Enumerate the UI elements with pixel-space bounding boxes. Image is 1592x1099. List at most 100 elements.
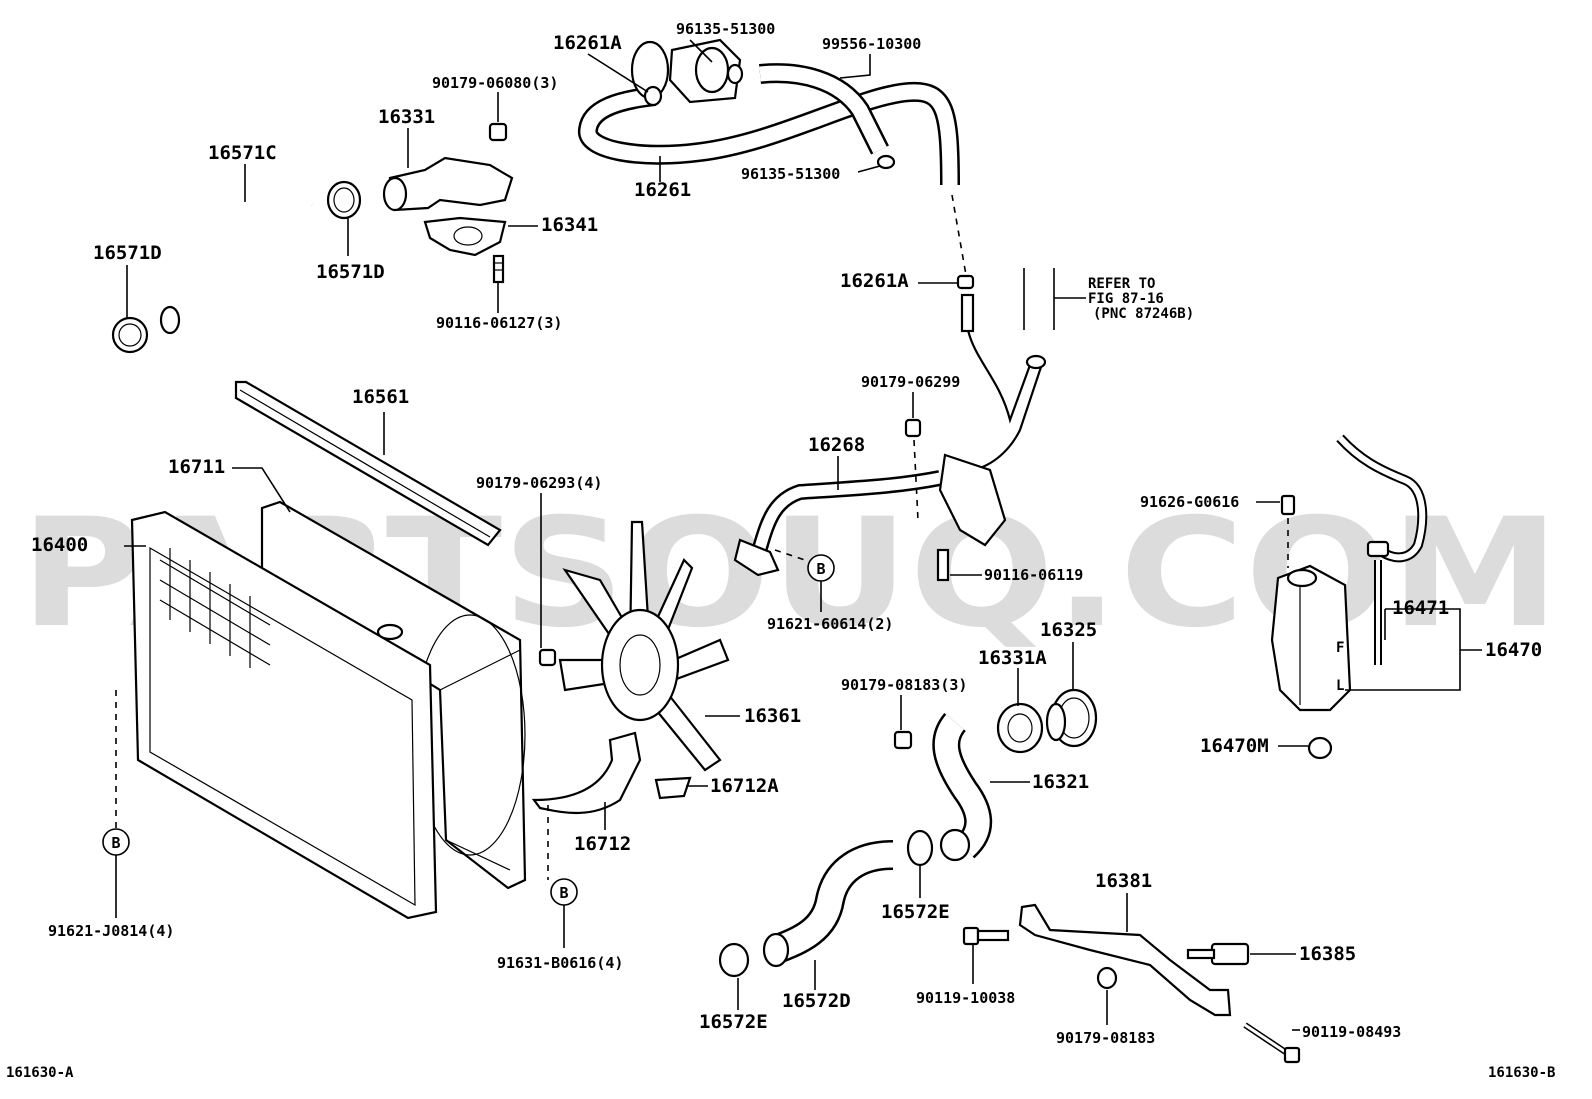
pipe-end-small — [960, 293, 975, 333]
refer-bracket — [1023, 268, 1086, 330]
bolt-90119-10038 — [962, 926, 1010, 946]
outlet-gasket — [423, 216, 507, 257]
lower-bracket — [1018, 903, 1232, 1017]
clamp-top — [726, 63, 744, 85]
nut-90179-08183-3 — [893, 730, 913, 750]
label-16470M[interactable]: 16470M — [1200, 735, 1269, 757]
svg-text:B: B — [559, 884, 568, 902]
clamp-mid — [876, 154, 896, 170]
clamp-16572E-bottom — [718, 942, 750, 978]
label-90119-10038[interactable]: 90119-10038 — [916, 989, 1015, 1007]
nut-90179-06299 — [904, 418, 922, 438]
clip-16712A — [654, 776, 692, 800]
label-16470[interactable]: 16470 — [1485, 639, 1542, 661]
upper-radiator-hose — [159, 190, 318, 335]
nut-90179-08183 — [1096, 966, 1118, 990]
label-16381[interactable]: 16381 — [1095, 870, 1152, 892]
label-91631-B0616[interactable]: 91631-B0616(4) — [497, 954, 623, 972]
reservoir-mark-l: L — [1336, 678, 1344, 694]
clamp-16572E-mid — [906, 829, 934, 867]
leader-lines — [115, 39, 1482, 1031]
reservoir-tank: F L — [1270, 564, 1352, 712]
bypass-hose — [578, 63, 960, 186]
label-90179-08183-3[interactable]: 90179-08183(3) — [841, 676, 967, 694]
reservoir-cap — [1307, 736, 1333, 760]
figure-code-right: 161630-B — [1488, 1065, 1555, 1081]
label-90116-06119[interactable]: 90116-06119 — [984, 566, 1083, 584]
label-16400[interactable]: 16400 — [31, 534, 88, 556]
water-outlet — [382, 156, 514, 212]
svg-text:B: B — [816, 560, 825, 578]
bolt-91626-G0616 — [1280, 494, 1296, 516]
label-16385[interactable]: 16385 — [1299, 943, 1356, 965]
dashed-guide-upper — [951, 194, 967, 276]
dashed-guide-06299 — [913, 439, 919, 521]
callout-b-pipe: B — [807, 554, 835, 582]
label-16571D-right[interactable]: 16571D — [316, 261, 385, 283]
nut-90179-06293 — [538, 648, 557, 667]
label-16712[interactable]: 16712 — [574, 833, 631, 855]
figure-code-left: 161630-A — [6, 1065, 74, 1081]
label-16325[interactable]: 16325 — [1040, 619, 1097, 641]
label-16261A-mid[interactable]: 16261A — [840, 270, 909, 292]
hose-clamp-left — [111, 316, 149, 354]
water-inlet — [996, 702, 1044, 754]
pipe-end-cap — [1025, 354, 1047, 370]
label-16572D[interactable]: 16572D — [782, 990, 851, 1012]
label-16268[interactable]: 16268 — [808, 434, 865, 456]
label-16561[interactable]: 16561 — [352, 386, 409, 408]
hose-clamp-right — [326, 180, 362, 220]
label-16331[interactable]: 16331 — [378, 106, 435, 128]
label-16471[interactable]: 16471 — [1392, 597, 1449, 619]
label-90179-08183[interactable]: 90179-08183 — [1056, 1029, 1155, 1047]
label-16712A[interactable]: 16712A — [710, 775, 779, 797]
stud-90116-06119 — [936, 548, 950, 582]
label-91621-60614[interactable]: 91621-60614(2) — [767, 615, 893, 633]
label-90119-08493[interactable]: 90119-08493 — [1302, 1023, 1401, 1041]
radiator — [130, 510, 438, 920]
callout-b-shroud: B — [550, 878, 578, 906]
pipe-16268-upper — [963, 299, 1044, 472]
cooling-fan — [558, 520, 730, 772]
water-pipe — [733, 453, 1007, 577]
refer-line-1: REFER TO — [1088, 276, 1155, 292]
reservoir-mark-f: F — [1336, 640, 1344, 656]
nut-small-top — [488, 122, 508, 142]
label-90116-06127[interactable]: 90116-06127(3) — [436, 314, 562, 332]
label-16261A-top[interactable]: 16261A — [553, 32, 622, 54]
reservoir-hose — [1336, 434, 1428, 665]
label-16331A[interactable]: 16331A — [978, 647, 1047, 669]
radiator-support-seal — [234, 380, 502, 547]
fan-shroud-lower — [531, 731, 642, 815]
label-96135-51300-top[interactable]: 96135-51300 — [676, 20, 775, 38]
bolt-outlet — [492, 254, 505, 284]
svg-text:B: B — [111, 834, 120, 852]
label-16321[interactable]: 16321 — [1032, 771, 1089, 793]
label-16711[interactable]: 16711 — [168, 456, 225, 478]
label-99556-10300[interactable]: 99556-10300 — [822, 35, 921, 53]
label-90179-06299[interactable]: 90179-06299 — [861, 373, 960, 391]
label-16571D-left[interactable]: 16571D — [93, 242, 162, 264]
label-16341[interactable]: 16341 — [541, 214, 598, 236]
lower-hose-16572D — [762, 840, 894, 968]
thermostat — [1045, 702, 1067, 742]
label-16571C[interactable]: 16571C — [208, 142, 277, 164]
clamp-16261A-top — [643, 85, 663, 107]
refer-line-2: FIG 87-16 — [1088, 291, 1164, 307]
label-90179-06080[interactable]: 90179-06080(3) — [432, 74, 558, 92]
lower-hose-16321 — [932, 713, 993, 862]
label-96135-51300-mid[interactable]: 96135-51300 — [741, 165, 840, 183]
callout-b-radiator: B — [102, 828, 130, 856]
refer-line-3: (PNC 87246B) — [1093, 306, 1194, 322]
label-16572E-bottom[interactable]: 16572E — [699, 1011, 768, 1033]
label-91621-J0814[interactable]: 91621-J0814(4) — [48, 922, 174, 940]
label-90179-06293[interactable]: 90179-06293(4) — [476, 474, 602, 492]
label-91626-G0616[interactable]: 91626-G0616 — [1140, 493, 1239, 511]
label-16572E-mid[interactable]: 16572E — [881, 901, 950, 923]
label-16261[interactable]: 16261 — [634, 179, 691, 201]
drain-cock — [1186, 942, 1250, 966]
label-16361[interactable]: 16361 — [744, 705, 801, 727]
clamp-16261A-mid — [956, 274, 975, 290]
bolt-90119-08493 — [1243, 1022, 1301, 1064]
